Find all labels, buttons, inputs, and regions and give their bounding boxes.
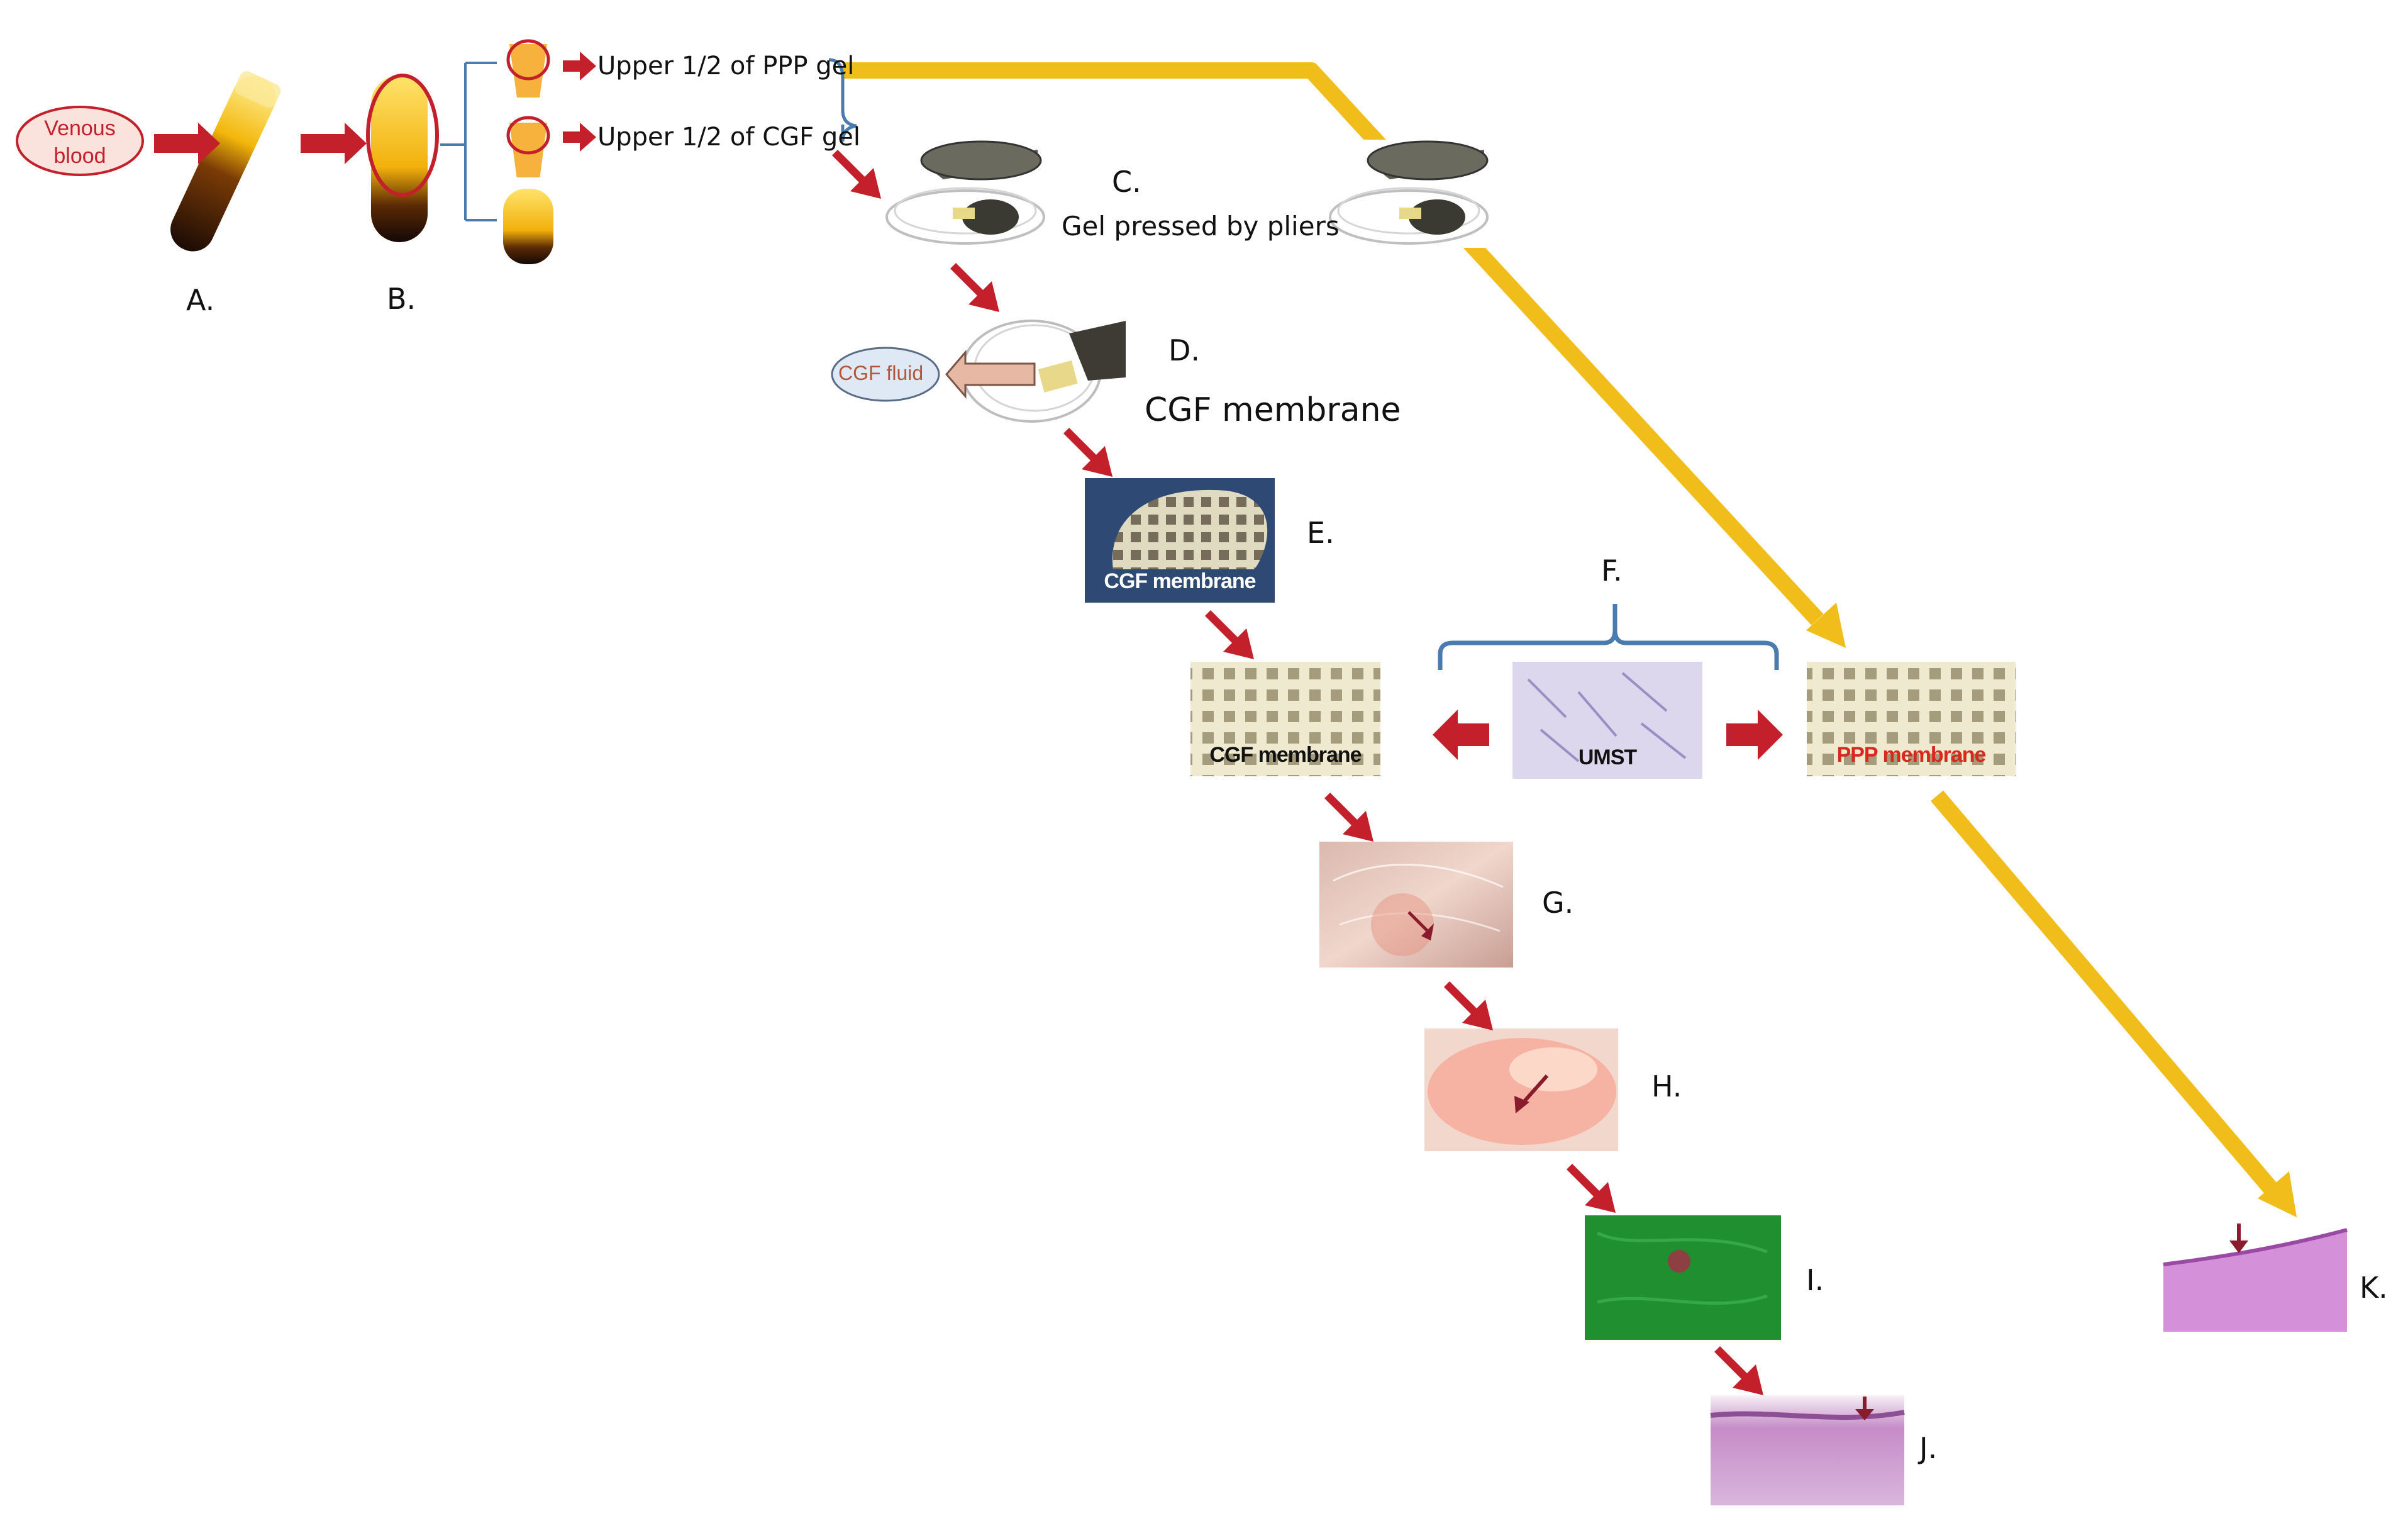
f-bracket	[1438, 604, 1779, 670]
label-j: J.	[1919, 1431, 1938, 1465]
label-a: A.	[186, 283, 215, 317]
arrow-to-c	[832, 150, 881, 199]
venous-blood-ellipse	[16, 106, 144, 176]
gel-pressed-label: Gel pressed by pliers	[1062, 211, 1340, 242]
ppp-arrowhead-k	[2258, 1171, 2297, 1217]
cgf-gel-label: Upper 1/2 of CGF gel	[597, 123, 860, 152]
photo-c-right	[1329, 140, 1490, 248]
photo-f-cgf	[1190, 662, 1380, 776]
arrow-to-j	[1714, 1346, 1763, 1395]
arrow-to-e	[1063, 428, 1112, 477]
arrow-to-d	[950, 263, 999, 312]
gel-labels-bracket	[828, 58, 857, 142]
cgf-membrane-e-label: CGF membrane	[1104, 569, 1256, 593]
photo-d	[961, 308, 1126, 423]
label-f: F.	[1601, 554, 1623, 588]
photo-c-left	[885, 140, 1045, 248]
tube-split-bracket	[440, 62, 497, 221]
venous-blood-label: Venous blood	[44, 116, 116, 168]
photo-ppp-caption-box: PPP membrane	[1807, 662, 2016, 776]
label-b: B.	[387, 282, 416, 316]
cgf-fluid-arrow	[945, 349, 1036, 399]
label-c: C.	[1112, 165, 1141, 199]
cgf-fluid-label: CGF fluid	[838, 362, 924, 384]
arrow-to-i	[1567, 1164, 1616, 1213]
label-h: H.	[1651, 1069, 1682, 1103]
label-i: I.	[1806, 1263, 1824, 1297]
arrow-to-g	[1324, 793, 1373, 842]
ppp-membrane-label: PPP membrane	[1836, 743, 1987, 767]
ppp-pathway	[843, 62, 2283, 1201]
ppp-gel-label: Upper 1/2 of PPP gel	[597, 52, 855, 81]
photo-f-cgf-caption-box: CGF membrane	[1190, 662, 1380, 776]
photo-e-caption-box: CGF membrane	[1085, 478, 1275, 603]
photo-g	[1319, 842, 1513, 968]
arrow-a	[154, 123, 220, 164]
photo-k	[2163, 1222, 2348, 1332]
red-arrows	[154, 52, 1783, 1395]
cgf-membrane-f-label: CGF membrane	[1209, 743, 1362, 767]
tube-a	[170, 71, 281, 252]
photo-j	[1710, 1395, 1905, 1505]
photo-umst-caption-box: UMST	[1512, 662, 1702, 779]
arrow-to-f	[1205, 610, 1254, 659]
ppp-arrowhead-f	[1806, 603, 1846, 648]
photo-h	[1424, 1029, 1618, 1151]
photo-f-ppp	[1807, 662, 2016, 776]
photo-i	[1585, 1215, 1781, 1340]
arrow-cgf	[563, 123, 596, 152]
cgf-membrane-d-label: CGF membrane	[1145, 391, 1401, 429]
arrow-to-h	[1444, 981, 1493, 1030]
arrow-ppp	[563, 52, 596, 81]
label-d: D.	[1168, 333, 1201, 367]
label-g: G.	[1542, 886, 1574, 920]
photo-e	[1085, 478, 1275, 603]
label-k: K.	[2360, 1271, 2388, 1305]
cgf-fluid-ellipse	[831, 347, 940, 402]
label-e: E.	[1307, 516, 1334, 550]
tube-b-ring	[366, 74, 439, 197]
arrow-b	[301, 123, 367, 164]
umst-label: UMST	[1578, 745, 1637, 769]
photo-f-umst	[1512, 662, 1702, 779]
split-tubes	[503, 39, 553, 264]
tube-b	[371, 75, 428, 242]
arrow-umst-right	[1726, 710, 1783, 760]
arrow-umst-left	[1433, 710, 1489, 760]
